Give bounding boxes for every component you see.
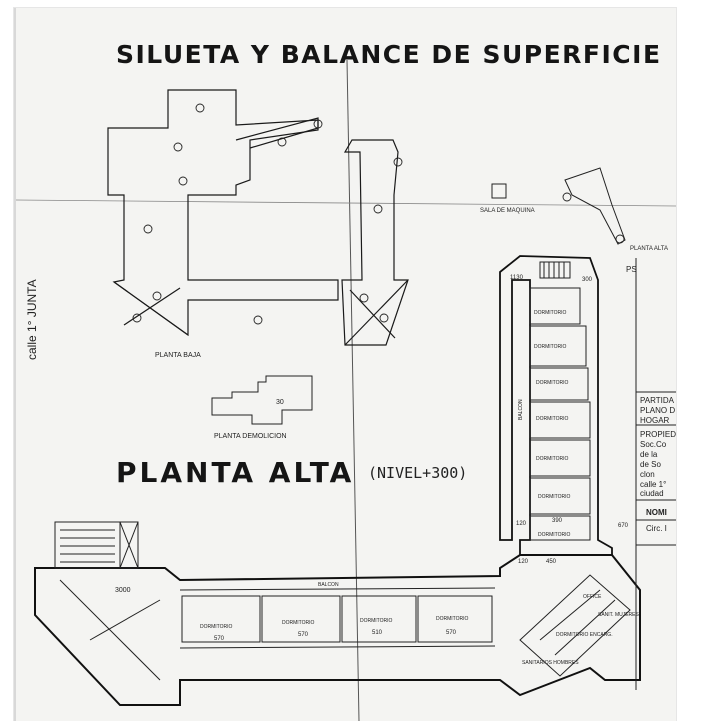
dormitorio-room [529, 287, 581, 325]
dormitorio-label: DORMITORIO [534, 344, 567, 350]
planta-baja-diagonal-4 [349, 289, 396, 339]
balcon-label-vertical: BALCON [518, 399, 524, 420]
planta-baja-bridge [235, 117, 319, 149]
dim-120: 120 [516, 521, 527, 527]
dormitorio-label: DORMITORIO [360, 618, 393, 624]
dim-570: 570 [214, 636, 225, 642]
room-number-circle [562, 192, 572, 202]
dormitorio-label: DORMITORIO [534, 310, 567, 316]
dim-300: 300 [582, 277, 593, 283]
sanit-mujeres-label: SANIT. MUJERES [598, 612, 640, 618]
planta-alta-nivel: (NIVEL+300) [368, 464, 468, 482]
dormitorio-room [529, 439, 591, 477]
planta-baja-diagonal-3 [344, 279, 409, 346]
service-block [519, 574, 631, 677]
drawing-sheet [14, 8, 676, 721]
balcon-line [179, 587, 496, 591]
fold-line-vertical [346, 59, 360, 721]
sidebar-ps: PS [626, 265, 637, 274]
dormitorio-label: DORMITORIO [536, 380, 569, 386]
dim-390: 390 [552, 518, 563, 524]
street-label: calle 1° JUNTA [25, 279, 39, 360]
sidebar-calle: calle 1° [640, 480, 667, 489]
balcon-label: BALCON [318, 582, 339, 588]
dim-510: 510 [372, 630, 383, 636]
room-number-circle [373, 204, 383, 214]
dormitorio-encargado-label: DORMITORIO ENCARG. [556, 632, 613, 638]
planta-alta-corner-label: PLANTA ALTA [630, 246, 668, 252]
entry-stair [54, 521, 121, 569]
dormitorio-room [261, 595, 341, 643]
room-number-circle [277, 137, 287, 147]
planta-alta-title: PLANTA ALTA [116, 456, 355, 489]
room-number-circle [253, 315, 263, 325]
planta-baja-diagonal-2 [123, 287, 181, 326]
drawing-title: SILUETA Y BALANCE DE SUPERFICIE [116, 40, 662, 69]
dormitorio-label: DORMITORIO [436, 616, 469, 622]
dormitorio-room [529, 477, 591, 515]
sidebar-nom: NOMI [646, 508, 667, 517]
dormitorio-room [529, 325, 587, 367]
room-number-circle [173, 142, 183, 152]
sidebar-circ: Circ. I [646, 524, 667, 533]
planta-alta-right-silhouette [564, 167, 626, 245]
sidebar-clon: clon [640, 470, 655, 479]
room-number-circle [143, 224, 153, 234]
room-number-circle [359, 293, 369, 303]
room-number-circle [178, 176, 188, 186]
dim-1130: 1130 [510, 275, 524, 281]
dormitorio-room [529, 367, 589, 401]
planta-demolicion-label: PLANTA DEMOLICION [214, 433, 287, 440]
sidebar-de-la: de la [640, 450, 658, 459]
office-label: OFFICE [583, 594, 602, 600]
room-number-circle [195, 103, 205, 113]
planta-alta-main-outline [34, 554, 641, 706]
dormitorio-room [529, 515, 591, 541]
room-number-circle [132, 313, 142, 323]
dim-670: 670 [618, 523, 629, 529]
sala-maquina-box [491, 183, 507, 199]
dim-3000: 3000 [115, 587, 131, 594]
dormitorio-label: DORMITORIO [536, 416, 569, 422]
dim-570: 570 [446, 630, 457, 636]
sidebar-partida: PARTIDA [640, 396, 674, 405]
room-number-circle [313, 119, 323, 129]
fold-line-horizontal [15, 199, 677, 207]
dormitorio-label: DORMITORIO [200, 624, 233, 630]
room-number-circle [152, 291, 162, 301]
corridor-line [179, 645, 496, 649]
dormitorio-label: DORMITORIO [536, 456, 569, 462]
sanitarios-hombres-label: SANITARIOS HOMBRES [522, 660, 579, 666]
elevator [119, 521, 139, 569]
dormitorio-room [529, 401, 591, 439]
dim-450: 450 [546, 559, 557, 565]
dormitorio-room [341, 595, 417, 643]
dormitorio-room [181, 595, 261, 643]
sidebar-ciudad: ciudad [640, 489, 664, 498]
sidebar-de-so: de So [640, 460, 661, 469]
sheet-left-edge [14, 8, 16, 721]
sidebar-propiedad: PROPIED [640, 430, 677, 439]
planta-baja-diagonal-1 [113, 281, 189, 336]
planta-baja-outline [107, 89, 339, 337]
dormitorio-room [417, 595, 493, 643]
sidebar-soc: Soc.Co [640, 440, 667, 449]
room-number-circle [379, 313, 389, 323]
room-number-circle [393, 157, 403, 167]
sidebar-hogar: HOGAR [640, 416, 670, 425]
dormitorio-label: DORMITORIO [282, 620, 315, 626]
planta-demolicion-outline [211, 375, 313, 425]
dim-120b: 120 [518, 559, 529, 565]
dormitory-wing-outline [499, 255, 613, 556]
dim-570: 570 [298, 632, 309, 638]
planta-baja-label: PLANTA BAJA [155, 352, 201, 359]
planta-demolicion-dim: 30 [276, 399, 284, 406]
dormitorio-label: DORMITORIO [538, 494, 571, 500]
sala-maquina-label: SALA DE MAQUINA [480, 208, 535, 214]
stair-block [539, 261, 571, 279]
dormitorio-label: DORMITORIO [538, 532, 571, 538]
sidebar-plano: PLANO D [640, 406, 676, 415]
